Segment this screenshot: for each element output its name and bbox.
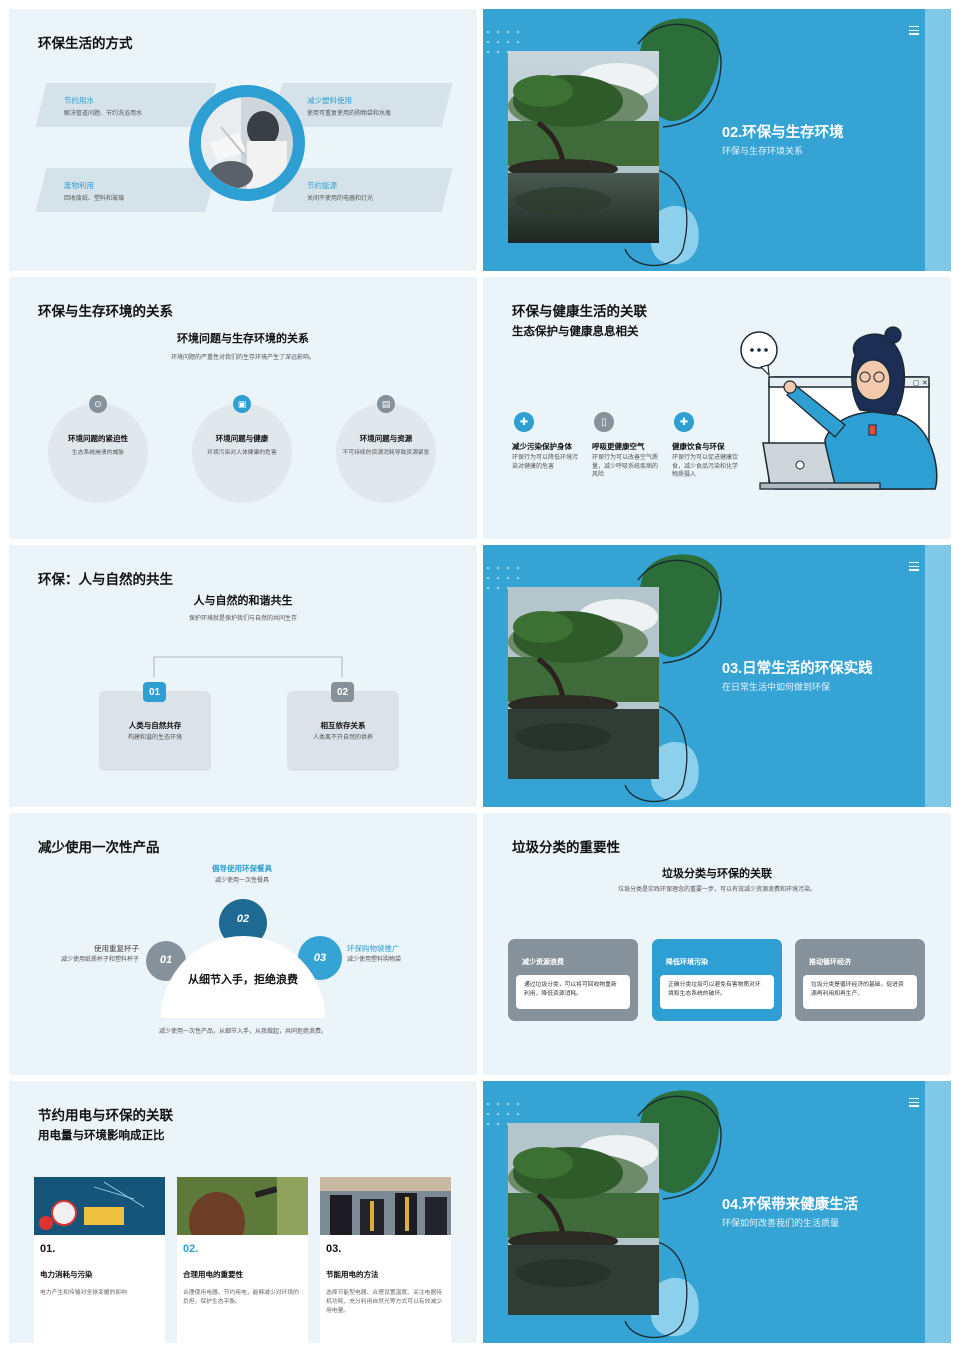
slide-title: 环保生活的方式 <box>38 36 133 51</box>
slide-title: 环保与生存环境的关系 <box>38 304 173 319</box>
item-circle <box>336 403 436 503</box>
woman-laptop-illustration: ▢ ✕ <box>740 326 938 490</box>
slide-electricity: 节约用电与环保的关联 用电量与环境影响成正比 01. 电力消耗与污染 电力产生和… <box>9 1081 477 1343</box>
right-strip <box>925 9 951 271</box>
slide-health-relation: 环保与健康生活的关联 生态保护与健康息息相关 ✚ 减少污染保护身体 环保行为可以… <box>483 277 951 539</box>
slide-symbiosis: 环保：人与自然的共生 人与自然的和谐共生 保护环境就是保护我们与自然的共同生存 … <box>9 545 477 807</box>
slide-garbage: 垃圾分类的重要性 垃圾分类与环保的关联 垃圾分类是实践环保理念的重要一步，可以有… <box>483 813 951 1075</box>
people-writing-image <box>201 97 293 189</box>
slide-section-02: 02.环保与生存环境 环保与生存环境关系 <box>483 9 951 271</box>
decor-blobs <box>624 1090 722 1339</box>
ceremony-image <box>320 1177 451 1235</box>
menu-icon[interactable] <box>909 26 919 37</box>
content-heading: 人与自然的和谐共生 <box>193 595 293 607</box>
content-heading: 垃圾分类与环保的关联 <box>662 868 772 880</box>
right-strip <box>925 545 951 807</box>
item-circle <box>48 403 148 503</box>
tree-lake-image <box>508 587 659 779</box>
section-title: 04.环保带来健康生活 <box>722 1197 859 1213</box>
decor-blobs <box>624 18 722 267</box>
content-sub: 垃圾分类是实践环保理念的重要一步，可以有效减少资源浪费和环境污染。 <box>617 887 816 893</box>
menu-icon[interactable] <box>909 562 919 573</box>
tree-lake-image <box>508 1123 659 1315</box>
item-reuse-waste: 废物利用 回收废纸、塑料和玻璃 <box>64 181 125 202</box>
item-save-energy: 节约能源 关闭不使用的电器和灯光 <box>307 181 374 202</box>
heart-icon: ✚ <box>514 412 534 432</box>
bottom-note: 减少使用一次性产品，从细节入手，从我做起，共同拒绝浪费。 <box>158 1029 327 1035</box>
section-title: 02.环保与生存环境 <box>722 125 844 141</box>
slide-title: 减少使用一次性产品 <box>38 840 160 855</box>
slide-subtitle: 用电量与环境影响成正比 <box>38 1130 165 1142</box>
card-circular-economy: 推动循环经济 垃圾分类是循环经济的基础，促进资源再利用和再生产。 <box>795 939 925 1021</box>
graduation-image <box>177 1177 308 1235</box>
content-sub: 保护环境就是保护我们与自然的共同生存 <box>188 616 297 622</box>
dot-grid-icon <box>486 1102 520 1126</box>
item-save-water: 节约用水 解决管道问题、节约洗浴用水 <box>64 96 143 117</box>
item-box <box>287 691 399 771</box>
section-subtitle: 环保与生存环境关系 <box>722 146 804 156</box>
connector-lines <box>153 656 343 677</box>
slide-title: 环保：人与自然的共生 <box>38 572 173 587</box>
content-sub: 环境问题的严重性对我们的生存环境产生了深远影响。 <box>170 355 315 361</box>
item-reduce-plastic: 减少塑料使用 使用可重复使用的购物袋和水瓶 <box>307 96 392 117</box>
section-subtitle: 在日常生活中如何做到环保 <box>722 682 831 692</box>
alarm-icon: ⊙ <box>89 395 107 413</box>
slide-title: 垃圾分类的重要性 <box>512 840 620 855</box>
slide-env-relation: 环保与生存环境的关系 环境问题与生存环境的关系 环境问题的严重性对我们的生存环境… <box>9 277 477 539</box>
dot-grid-icon <box>486 566 520 590</box>
number-badge: 01 <box>143 682 166 702</box>
briefcase-icon: ▤ <box>377 395 395 413</box>
semicircle-diagram <box>146 899 342 1018</box>
decor-blobs <box>624 554 722 803</box>
slide-lifestyle: 环保生活的方式 节约用水 解决管道问题、节约洗浴用水 减少塑料使用 使用可重复使… <box>9 9 477 271</box>
item-circle <box>192 403 292 503</box>
number-badge: 02 <box>236 913 250 925</box>
section-title: 03.日常生活的环保实践 <box>722 661 873 677</box>
number-badge: 02 <box>331 682 354 702</box>
menu-icon[interactable] <box>909 1098 919 1109</box>
slide-section-04: 04.环保带来健康生活 环保如何改善我们的生活质量 <box>483 1081 951 1343</box>
slide-title: 环保与健康生活的关联 <box>512 304 647 319</box>
number-badge: 03 <box>313 952 327 964</box>
number-badge: 01 <box>159 954 173 966</box>
center-slogan: 从细节入手，拒绝浪费 <box>188 974 298 986</box>
content-heading: 环境问题与生存环境的关系 <box>177 333 309 345</box>
clipboard-icon: ▯ <box>594 412 614 432</box>
slide-disposable: 减少使用一次性产品 倡导使用环保餐具 减少使用一次性餐具 使用重复杯子 减少使用… <box>9 813 477 1075</box>
tree-lake-image <box>508 51 659 243</box>
image-icon: ▣ <box>233 395 251 413</box>
item-box <box>99 691 211 771</box>
slide-section-03: 03.日常生活的环保实践 在日常生活中如何做到环保 <box>483 545 951 807</box>
slide-title: 节约用电与环保的关联 <box>38 1108 173 1123</box>
medical-icon: ✚ <box>674 412 694 432</box>
slide-subtitle: 生态保护与健康息息相关 <box>512 326 639 338</box>
card-reduce-pollution: 降低环境污染 正确分类垃圾可以避免有害物质对环境和生态系统的破坏。 <box>652 939 782 1021</box>
section-subtitle: 环保如何改善我们的生活质量 <box>722 1218 840 1228</box>
dot-grid-icon <box>486 30 520 54</box>
center-photo <box>189 85 305 201</box>
right-strip <box>925 1081 951 1343</box>
education-image <box>34 1177 165 1235</box>
svg-text:▢ ✕: ▢ ✕ <box>913 379 928 387</box>
card-reduce-waste: 减少资源浪费 通过垃圾分类，可以将可回收物重新利用，降低资源消耗。 <box>508 939 638 1021</box>
